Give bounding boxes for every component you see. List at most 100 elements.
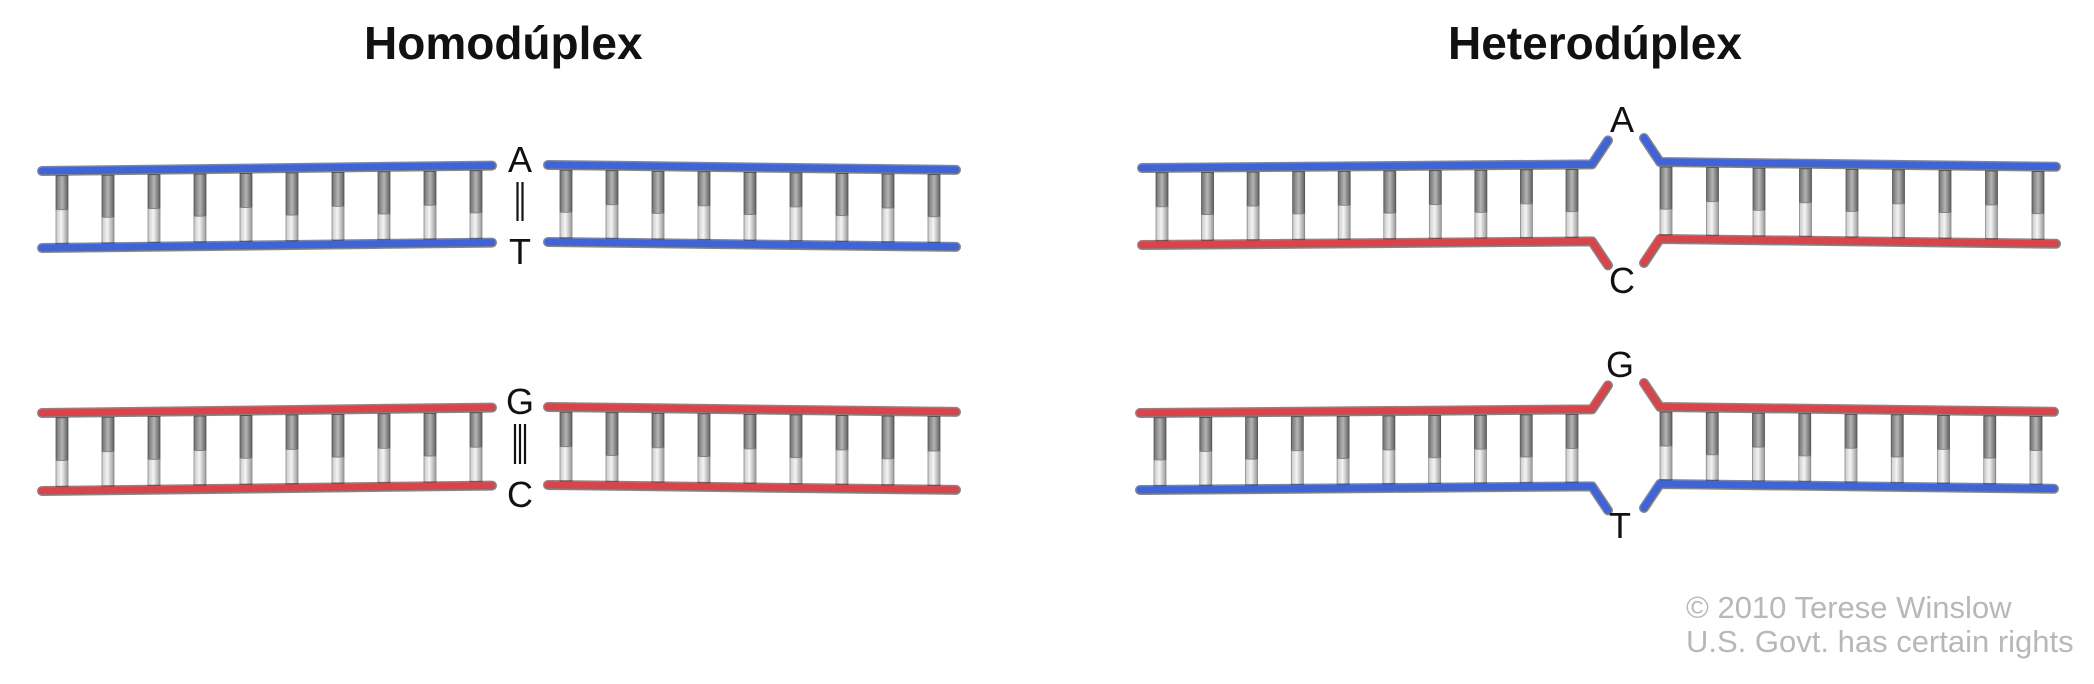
- base-pair-rung: [1290, 416, 1304, 486]
- base-pair-rung: [559, 411, 573, 482]
- base-pair-rung: [743, 414, 757, 484]
- base-pair-rung: [101, 174, 115, 244]
- bottom-strand-right: [1640, 480, 2058, 512]
- top-strand-left: [1138, 136, 1612, 172]
- base-pair-rung: [789, 172, 803, 242]
- base-pair-rung: [743, 172, 757, 241]
- bottom-base-letter: T: [1609, 505, 1631, 546]
- base-pair-rung: [55, 175, 69, 245]
- base-pair-rung: [1474, 169, 1488, 239]
- hydrogen-bonds: [513, 424, 527, 464]
- top-strand-left: [38, 404, 496, 417]
- base-pair-rung: [881, 173, 895, 243]
- top-strand-right: [1640, 379, 2058, 416]
- base-pair-rung: [1705, 412, 1719, 482]
- base-pair-rung: [1983, 415, 1997, 485]
- base-pair-rung: [1428, 170, 1442, 240]
- base-pair-rung: [147, 174, 161, 244]
- base-pair-rung: [469, 412, 483, 483]
- base-pair-rung: [927, 174, 941, 244]
- base-pair-rung: [1890, 414, 1904, 484]
- base-pair-rung: [1845, 168, 1859, 238]
- bottom-base-letter: T: [509, 231, 531, 272]
- base-pair-rung: [559, 169, 573, 239]
- base-pair-rung: [1752, 412, 1765, 482]
- base-pair-rung: [1798, 413, 1812, 483]
- base-pair-rung: [331, 414, 345, 484]
- top-strand-right: [1640, 134, 2060, 171]
- base-pair-rung: [101, 416, 115, 487]
- base-pair-rung: [285, 172, 299, 242]
- base-pair-rung: [789, 414, 803, 485]
- base-pair-rung: [423, 412, 437, 483]
- base-pair-rung: [651, 170, 665, 240]
- bottom-strand-left: [38, 482, 496, 495]
- base-pair-rung: [697, 413, 711, 484]
- base-pair-rung: [469, 170, 483, 240]
- base-pair-rung: [423, 170, 437, 240]
- heteroduplex-title: Heterodúplex: [1448, 17, 1742, 69]
- base-pair-rung: [1474, 414, 1487, 484]
- base-pair-rung: [1519, 414, 1533, 484]
- base-pair-rung: [239, 173, 253, 242]
- top-base-letter: A: [508, 139, 532, 180]
- base-pair-rung: [605, 170, 619, 240]
- base-pair-rung: [1246, 171, 1260, 241]
- heteroduplex-ac-diagram: AC: [1137, 99, 2061, 301]
- base-pair-rung: [1153, 417, 1167, 487]
- base-pair-rung: [1892, 169, 1905, 239]
- base-pair-rung: [1799, 168, 1812, 238]
- top-strand-right: [544, 403, 960, 416]
- base-pair-rung: [1659, 166, 1673, 236]
- homoduplex-at-diagram: AT: [37, 139, 961, 272]
- copyright-line: © 2010 Terese Winslow: [1686, 590, 2012, 625]
- base-pair-rung: [331, 172, 345, 241]
- top-base-letter: G: [1606, 344, 1634, 385]
- base-pair-rung: [55, 417, 69, 488]
- base-pair-rung: [651, 412, 665, 483]
- homoduplex-gc-diagram: GC: [37, 381, 961, 515]
- base-pair-rung: [1382, 415, 1396, 485]
- base-pair-rung: [1659, 411, 1673, 481]
- bottom-strand-right: [544, 481, 960, 494]
- rights-line: U.S. Govt. has certain rights: [1686, 624, 2074, 659]
- base-pair-rung: [2031, 171, 2045, 240]
- base-pair-rung: [1937, 415, 1950, 484]
- heteroduplex-gt-diagram: GT: [1135, 344, 2059, 546]
- base-pair-rung: [927, 416, 941, 487]
- homoduplex-title: Homodúplex: [364, 17, 643, 69]
- base-pair-rung: [1383, 170, 1397, 240]
- bottom-strand-left: [1138, 237, 1612, 269]
- top-base-letter: A: [1610, 99, 1634, 140]
- base-pair-rung: [193, 173, 207, 243]
- base-pair-rung: [1199, 417, 1213, 486]
- bottom-strand-right: [1640, 235, 2060, 267]
- bottom-base-letter: C: [507, 474, 533, 515]
- bottom-strand-right: [544, 238, 960, 251]
- base-pair-rung: [193, 415, 207, 486]
- bottom-strand-left: [1136, 482, 1612, 514]
- bottom-base-letter: C: [1609, 260, 1635, 301]
- base-pair-rung: [835, 415, 849, 485]
- base-pair-rung: [835, 173, 849, 242]
- base-pair-rung: [1155, 172, 1169, 242]
- base-pair-rung: [1201, 172, 1214, 241]
- base-pair-rung: [285, 414, 299, 485]
- top-base-letter: G: [506, 381, 534, 422]
- base-pair-rung: [377, 413, 391, 484]
- hydrogen-bonds: [516, 182, 524, 221]
- base-pair-rung: [1245, 416, 1258, 486]
- base-pair-rung: [1844, 413, 1858, 483]
- bottom-strand-left: [38, 239, 496, 252]
- base-pair-rung: [1565, 169, 1579, 238]
- base-pair-rung: [377, 171, 391, 241]
- base-pair-rung: [239, 415, 253, 485]
- top-strand-right: [544, 161, 960, 174]
- base-pair-rung: [881, 415, 895, 486]
- base-pair-rung: [1985, 170, 1998, 240]
- base-pair-rung: [1752, 167, 1766, 237]
- base-pair-rung: [1938, 170, 1952, 239]
- base-pair-rung: [2029, 416, 2043, 485]
- base-pair-rung: [1520, 169, 1533, 239]
